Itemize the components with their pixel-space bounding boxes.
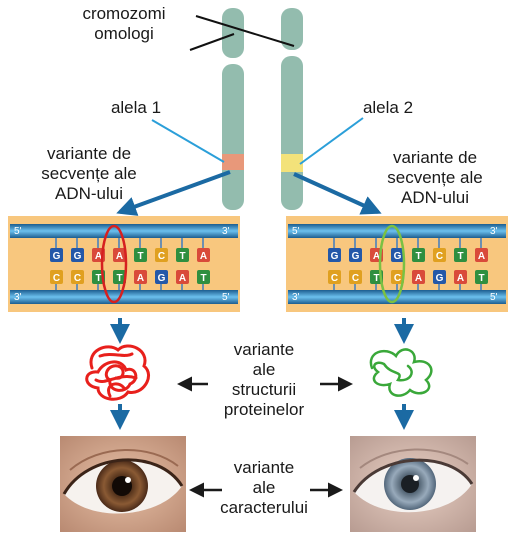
base-letter: T [478,273,484,284]
base-letter: A [137,273,144,284]
label-line: variante [196,458,332,478]
gray-eye-photo [350,436,476,532]
base-letter: G [158,273,166,284]
label-line: variante [196,340,332,360]
label-line: variante de [360,148,510,168]
protein-variants-label: variante ale structurii proteinelor [196,340,332,420]
base-letter: A [415,273,422,284]
base-letter: A [478,251,485,262]
base-letter: C [352,273,359,284]
allele1-label: alela 1 [96,98,176,118]
base-letter: T [179,251,185,262]
end-label: 5' [222,292,230,303]
base-letter: T [457,251,463,262]
protein-structure-right [371,349,431,395]
base-letter: A [200,251,207,262]
protein-structure-left [87,346,149,399]
label-line: ADN-ului [14,184,164,204]
base-letter: A [457,273,464,284]
end-label: 3' [14,292,22,303]
label-line: structurii [196,380,332,400]
label-line: caracterului [196,498,332,518]
base-letter: T [116,273,122,284]
label-line: ADN-ului [360,188,510,208]
end-label: 3' [292,292,300,303]
base-letter: C [436,251,443,262]
end-label: 3' [490,226,498,237]
base-letter: T [95,273,101,284]
label-line: cromozomi [64,4,184,24]
allele2-pointer-line [300,118,363,164]
base-letter: C [53,273,60,284]
base-letter: A [179,273,186,284]
base-letter: G [394,251,402,262]
label-line: ale [196,478,332,498]
base-letter: C [394,273,401,284]
brown-eye-photo [60,436,186,532]
base-letter: G [53,251,61,262]
label-line: ale [196,360,332,380]
end-label: 3' [222,226,230,237]
allele2-label: alela 2 [348,98,428,118]
label-line: omologi [64,24,184,44]
base-letter: T [373,273,379,284]
base-letter: G [436,273,444,284]
chromosome-right [281,8,303,210]
chromosome-left [222,8,244,210]
dna-variants-label-left: variante de secvențe ale ADN-ului [14,144,164,204]
allele1-band [222,154,244,170]
label-line: secvențe ale [360,168,510,188]
base-letter: G [331,251,339,262]
base-letter: C [158,251,165,262]
base-letter: C [331,273,338,284]
end-label: 5' [14,226,22,237]
label-line: secvențe ale [14,164,164,184]
end-label: 5' [292,226,300,237]
base-letter: G [74,251,82,262]
base-letter: T [200,273,206,284]
end-label: 5' [490,292,498,303]
dna-variants-label-right: variante de secvențe ale ADN-ului [360,148,510,208]
label-line: variante de [14,144,164,164]
base-letter: A [116,251,123,262]
label-line: proteinelor [196,400,332,420]
trait-variants-label: variante ale caracterului [196,458,332,518]
base-letter: T [415,251,421,262]
homologous-chromosomes-label: cromozomi omologi [64,4,184,44]
base-letter: C [74,273,81,284]
base-letter: G [352,251,360,262]
base-letter: T [137,251,143,262]
